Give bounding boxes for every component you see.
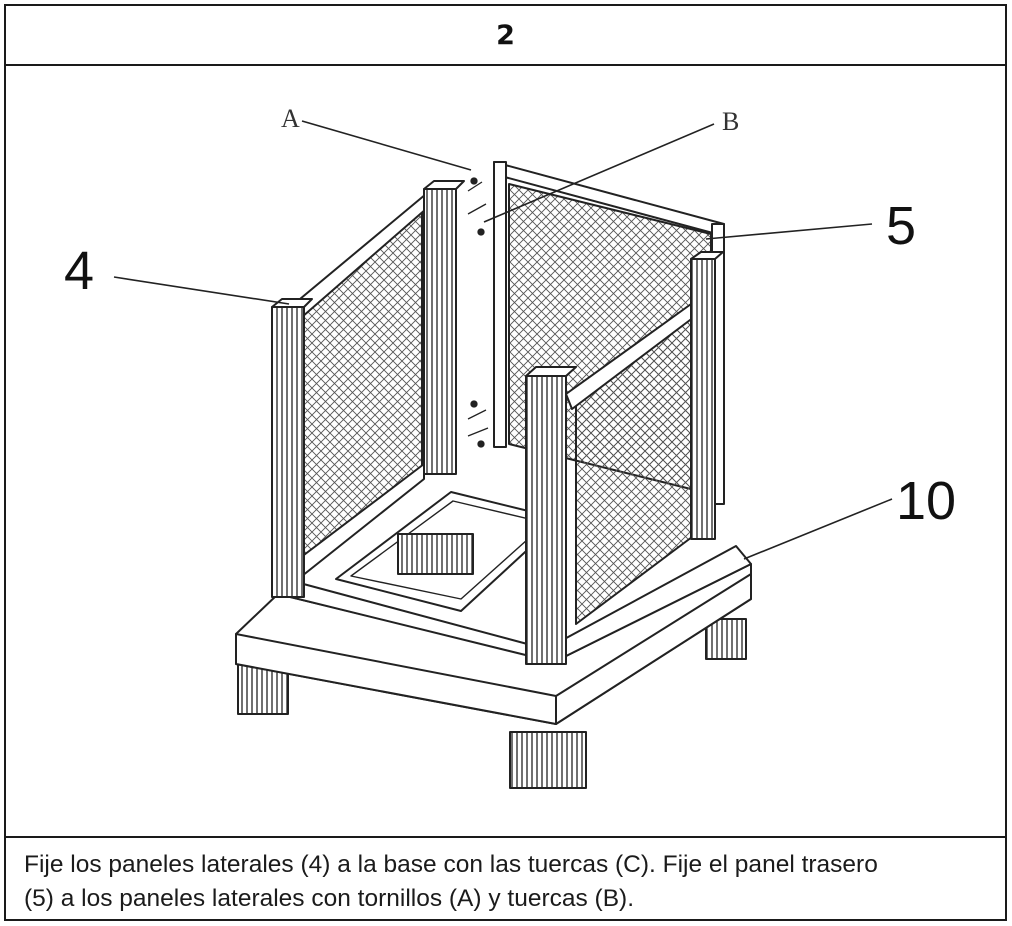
- side-panel-left: [271, 180, 465, 598]
- assembly-drawing: A B 4 5 10: [64, 104, 956, 789]
- left-back-post: [423, 188, 457, 475]
- right-back-post: [690, 258, 716, 540]
- assembly-illustration: A B 4 5 10: [6, 64, 1005, 836]
- side-panel-right: [525, 251, 724, 665]
- instruction-line-2: (5) a los paneles laterales con tornillo…: [24, 885, 635, 912]
- base-assembly: [235, 491, 752, 789]
- left-front-post: [271, 306, 305, 598]
- callout-10: 10: [896, 471, 956, 531]
- base-leg-right: [705, 618, 747, 660]
- step-frame: 2: [4, 4, 1007, 921]
- step-number: 2: [6, 6, 1005, 66]
- base-leg-front: [509, 731, 587, 789]
- leader-lines: [113, 120, 893, 560]
- callout-b: B: [722, 107, 739, 136]
- callout-4: 4: [64, 241, 94, 301]
- hardware-screws: [467, 177, 489, 448]
- callout-a: A: [281, 104, 300, 133]
- instruction-line-1: Fije los paneles laterales (4) a la base…: [24, 851, 878, 878]
- instruction-text: Fije los paneles laterales (4) a la base…: [6, 836, 1005, 919]
- base-leg-inner: [397, 533, 474, 575]
- callout-5: 5: [886, 196, 916, 256]
- right-front-post: [525, 375, 567, 665]
